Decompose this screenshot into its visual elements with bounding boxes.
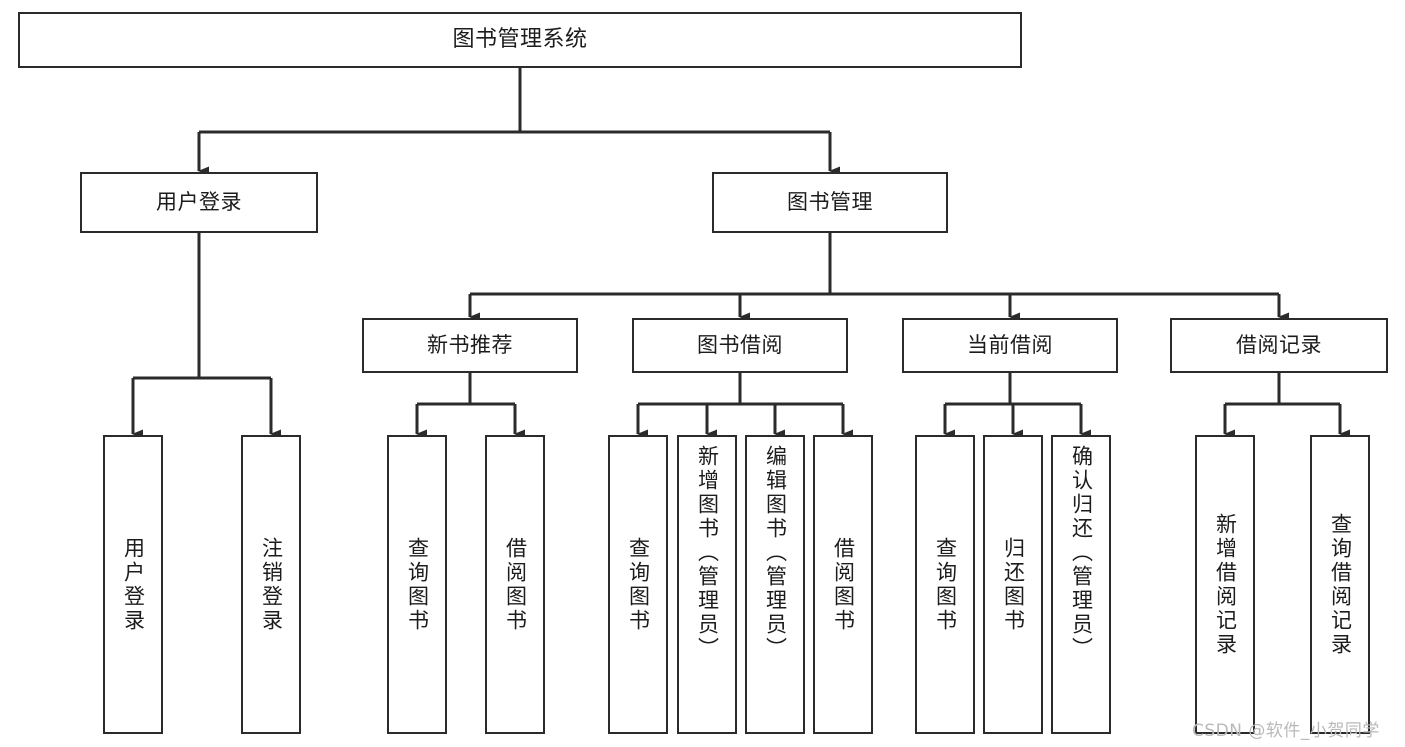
node-label: 新书推荐 — [427, 333, 513, 358]
node-current-borrow[interactable]: 当前借阅 — [902, 318, 1118, 373]
node-label: 查询借阅记录 — [1328, 512, 1353, 657]
leaf-record-query[interactable]: 查询借阅记录 — [1310, 435, 1370, 734]
node-label: 新增借阅记录 — [1213, 512, 1238, 657]
node-label: 图书管理 — [787, 190, 873, 215]
leaf-record-add[interactable]: 新增借阅记录 — [1195, 435, 1255, 734]
leaf-borrow-add-book-admin[interactable]: 新增图书（管理员） — [677, 435, 737, 734]
node-book-management[interactable]: 图书管理 — [712, 172, 948, 233]
node-label: 归还图书 — [1001, 536, 1026, 633]
node-label: 新增图书（管理员） — [695, 445, 720, 661]
node-user-login[interactable]: 用户登录 — [80, 172, 318, 233]
node-label: 用户登录 — [156, 190, 242, 215]
node-borrow-record[interactable]: 借阅记录 — [1170, 318, 1388, 373]
node-root-system[interactable]: 图书管理系统 — [18, 12, 1022, 68]
node-label: 借阅图书 — [503, 536, 528, 633]
node-label: 查询图书 — [405, 536, 430, 633]
leaf-recommend-borrow-book[interactable]: 借阅图书 — [485, 435, 545, 734]
leaf-user-login[interactable]: 用户登录 — [103, 435, 163, 734]
leaf-borrow-borrow-book[interactable]: 借阅图书 — [813, 435, 873, 734]
leaf-borrow-edit-book-admin[interactable]: 编辑图书（管理员） — [745, 435, 805, 734]
node-label: 用户登录 — [121, 536, 146, 633]
node-label: 确认归还（管理员） — [1069, 445, 1094, 661]
node-label: 查询图书 — [933, 536, 958, 633]
leaf-recommend-query-book[interactable]: 查询图书 — [387, 435, 447, 734]
node-label: 当前借阅 — [967, 333, 1053, 358]
leaf-logout[interactable]: 注销登录 — [241, 435, 301, 734]
node-label: 编辑图书（管理员） — [763, 445, 788, 661]
leaf-borrow-query-book[interactable]: 查询图书 — [608, 435, 668, 734]
node-label: 借阅图书 — [831, 536, 856, 633]
node-label: 注销登录 — [259, 536, 284, 633]
leaf-current-confirm-return-admin[interactable]: 确认归还（管理员） — [1051, 435, 1111, 734]
node-label: 图书借阅 — [697, 333, 783, 358]
leaf-current-query-book[interactable]: 查询图书 — [915, 435, 975, 734]
node-book-borrow[interactable]: 图书借阅 — [632, 318, 848, 373]
node-label: 借阅记录 — [1236, 333, 1322, 358]
node-label: 查询图书 — [626, 536, 651, 633]
leaf-current-return-book[interactable]: 归还图书 — [983, 435, 1043, 734]
node-new-book-recommend[interactable]: 新书推荐 — [362, 318, 578, 373]
csdn-watermark: CSDN @软件_小贺同学 — [1192, 721, 1380, 741]
node-label: 图书管理系统 — [452, 27, 588, 53]
